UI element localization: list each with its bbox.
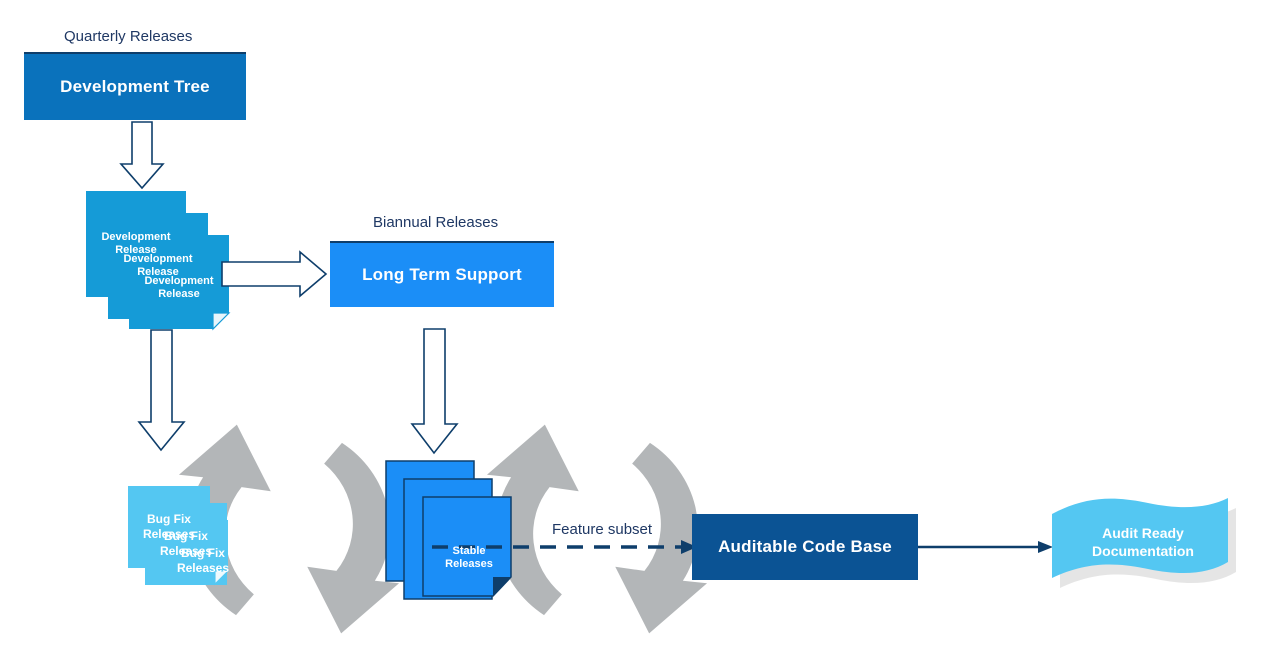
audit-ready-documentation-banner: [1052, 498, 1236, 588]
caption-quarterly-releases: Quarterly Releases: [64, 28, 193, 45]
solid-arrow-auditable-to-docs: [918, 541, 1053, 553]
node-development-tree[interactable]: Development Tree: [24, 52, 246, 120]
node-auditable-code-base-label: Auditable Code Base: [718, 537, 892, 556]
stack-development-releases: [86, 191, 231, 331]
caption-feature-subset: Feature subset: [552, 521, 653, 538]
block-arrow-down-lts-to-stable: [410, 328, 459, 455]
node-development-tree-label: Development Tree: [60, 77, 210, 96]
node-long-term-support[interactable]: Long Term Support: [330, 241, 554, 307]
node-long-term-support-label: Long Term Support: [362, 265, 522, 284]
caption-biannual-releases: Biannual Releases: [373, 214, 499, 231]
block-arrow-right-release-to-lts: [221, 250, 328, 298]
dashed-arrow-stable-to-auditable: [432, 540, 697, 554]
stack-bug-fix-releases: [128, 486, 230, 586]
block-arrow-down-release-to-bugfix: [137, 329, 186, 452]
block-arrow-down-tree-to-release: [119, 121, 165, 190]
stack-stable-releases: [385, 460, 512, 600]
node-auditable-code-base[interactable]: Auditable Code Base: [692, 514, 918, 580]
